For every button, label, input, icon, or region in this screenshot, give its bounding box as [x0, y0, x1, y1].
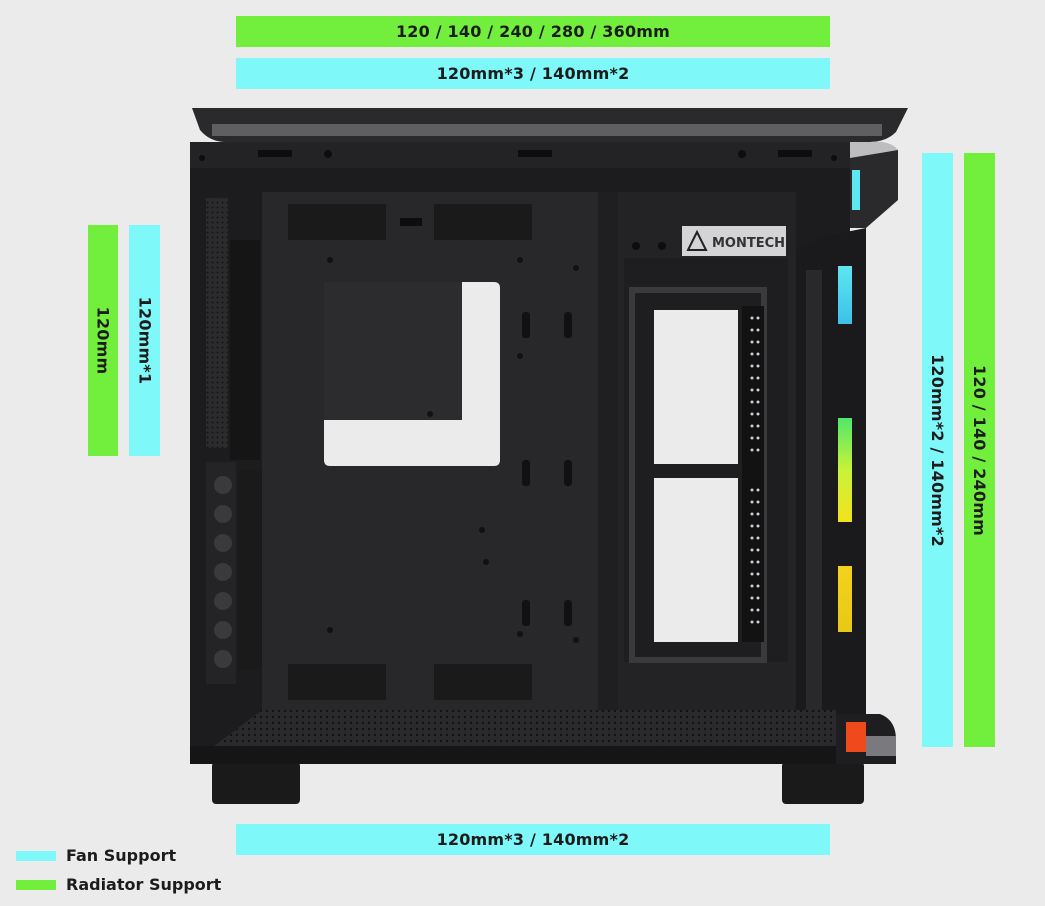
top-radiator-label: 120 / 140 / 240 / 280 / 360mm	[395, 22, 671, 41]
legend-fan-label: Fan Support	[66, 846, 177, 865]
rgb-strip-bottom	[838, 566, 852, 632]
rear-mesh	[206, 198, 228, 448]
legend-fan-swatch	[16, 850, 56, 861]
legend-radiator-swatch	[16, 879, 56, 890]
bottom-fan-label: 120mm*3 / 140mm*2	[436, 830, 630, 849]
case-foot-right	[782, 762, 864, 804]
top-fan-label: 120mm*3 / 140mm*2	[436, 64, 630, 83]
montech-logo-text: MONTECH	[712, 236, 785, 251]
side-radiator-dimension: 120 / 140 / 240mm	[964, 153, 995, 747]
montech-logo-icon	[686, 229, 708, 251]
side-radiator-label: 120 / 140 / 240mm	[970, 364, 990, 536]
rgb-strip-middle	[838, 418, 852, 522]
rear-fan-label: 120mm*1	[135, 296, 154, 385]
legend-radiator-label: Radiator Support	[66, 875, 222, 894]
front-orange-accent	[846, 722, 866, 752]
side-fan-label: 120mm*2 / 140mm*2	[928, 353, 947, 547]
rear-fan-dimension: 120mm*1	[129, 225, 160, 456]
bottom-fan-dimension: 120mm*3 / 140mm*2	[236, 824, 830, 855]
side-fan-dimension: 120mm*2 / 140mm*2	[922, 153, 953, 747]
case-top-glass	[212, 124, 882, 136]
legend-fan: Fan Support	[16, 846, 176, 865]
rear-radiator-label: 120mm	[93, 306, 113, 375]
drive-cage	[629, 287, 767, 663]
legend-radiator: Radiator Support	[16, 875, 221, 894]
case-foot-left	[212, 762, 300, 804]
top-radiator-dimension: 120 / 140 / 240 / 280 / 360mm	[236, 16, 830, 47]
rear-radiator-dimension: 120mm	[88, 225, 118, 456]
rgb-strip-top	[838, 266, 852, 324]
bottom-mesh	[214, 710, 836, 746]
top-fan-dimension: 120mm*3 / 140mm*2	[236, 58, 830, 89]
